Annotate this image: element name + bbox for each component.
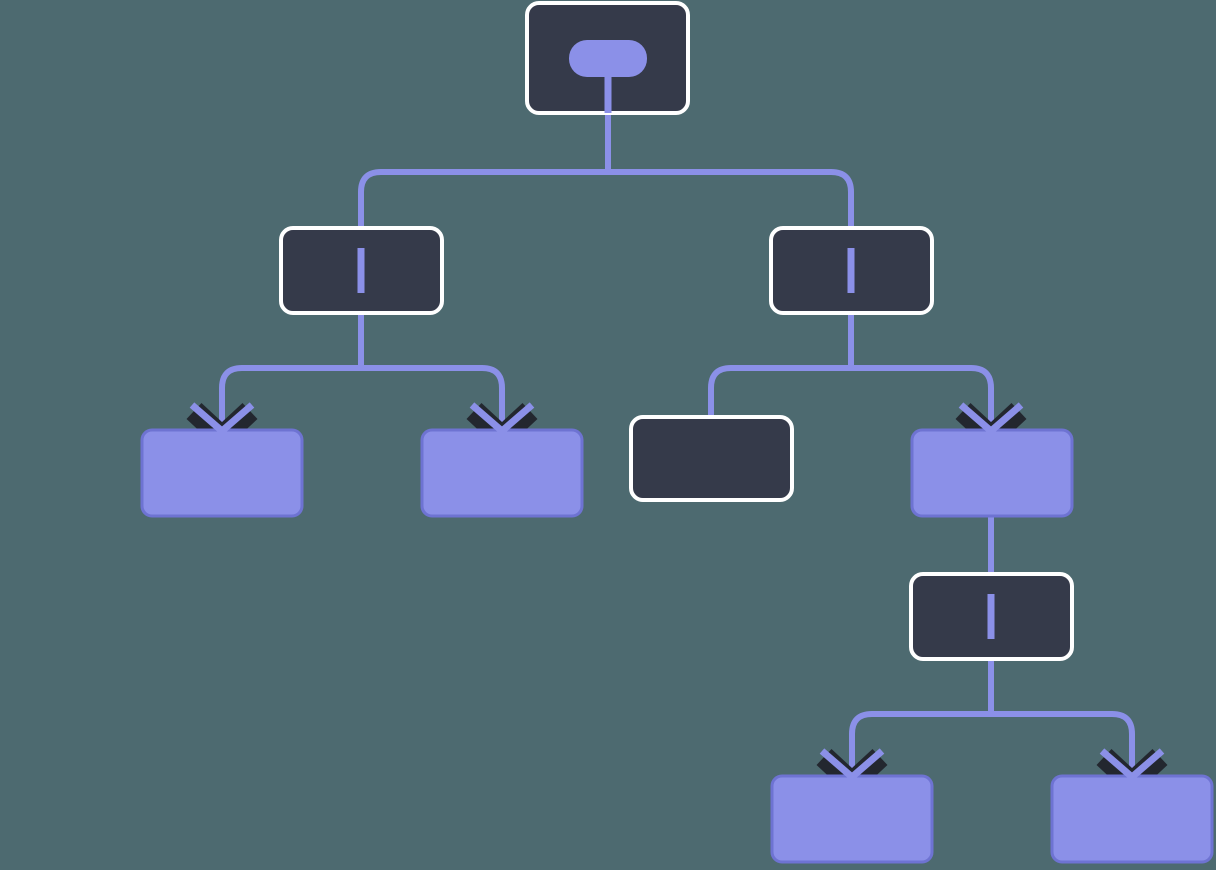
edge-root-to-level2-right [608,169,854,313]
edge-to-branch-purple-node-arrowhead-inner [958,402,1024,436]
edge-to-leaf-node-4 [991,711,1135,778]
edge-to-leaf-node-3-arrowhead-inner [819,748,885,782]
edge-to-leaf-node-3 [849,711,991,778]
leaf-node-3[interactable] [770,774,934,864]
leaf-node-2[interactable] [420,428,584,518]
leaf-node-4[interactable] [1050,774,1214,864]
edge-to-leaf-node-1 [219,365,361,432]
edge-to-leaf-node-2-arrowhead-inner [469,402,535,436]
branch-purple-node[interactable] [910,428,1074,518]
level3-dark-node[interactable] [629,415,794,502]
edge-to-leaf-node-4-arrowhead-inner [1099,748,1165,782]
edge-to-level3-dark-node [708,365,851,417]
through-line-layer [357,248,995,639]
edge-to-branch-purple-node [851,365,994,432]
arrowhead-inner-layer [189,402,1165,782]
edge-to-leaf-node-1-arrowhead-inner [189,402,255,436]
edge-to-leaf-node-2 [361,365,505,432]
edge-root-to-level2-left [358,169,608,313]
leaf-node-1[interactable] [140,428,304,518]
